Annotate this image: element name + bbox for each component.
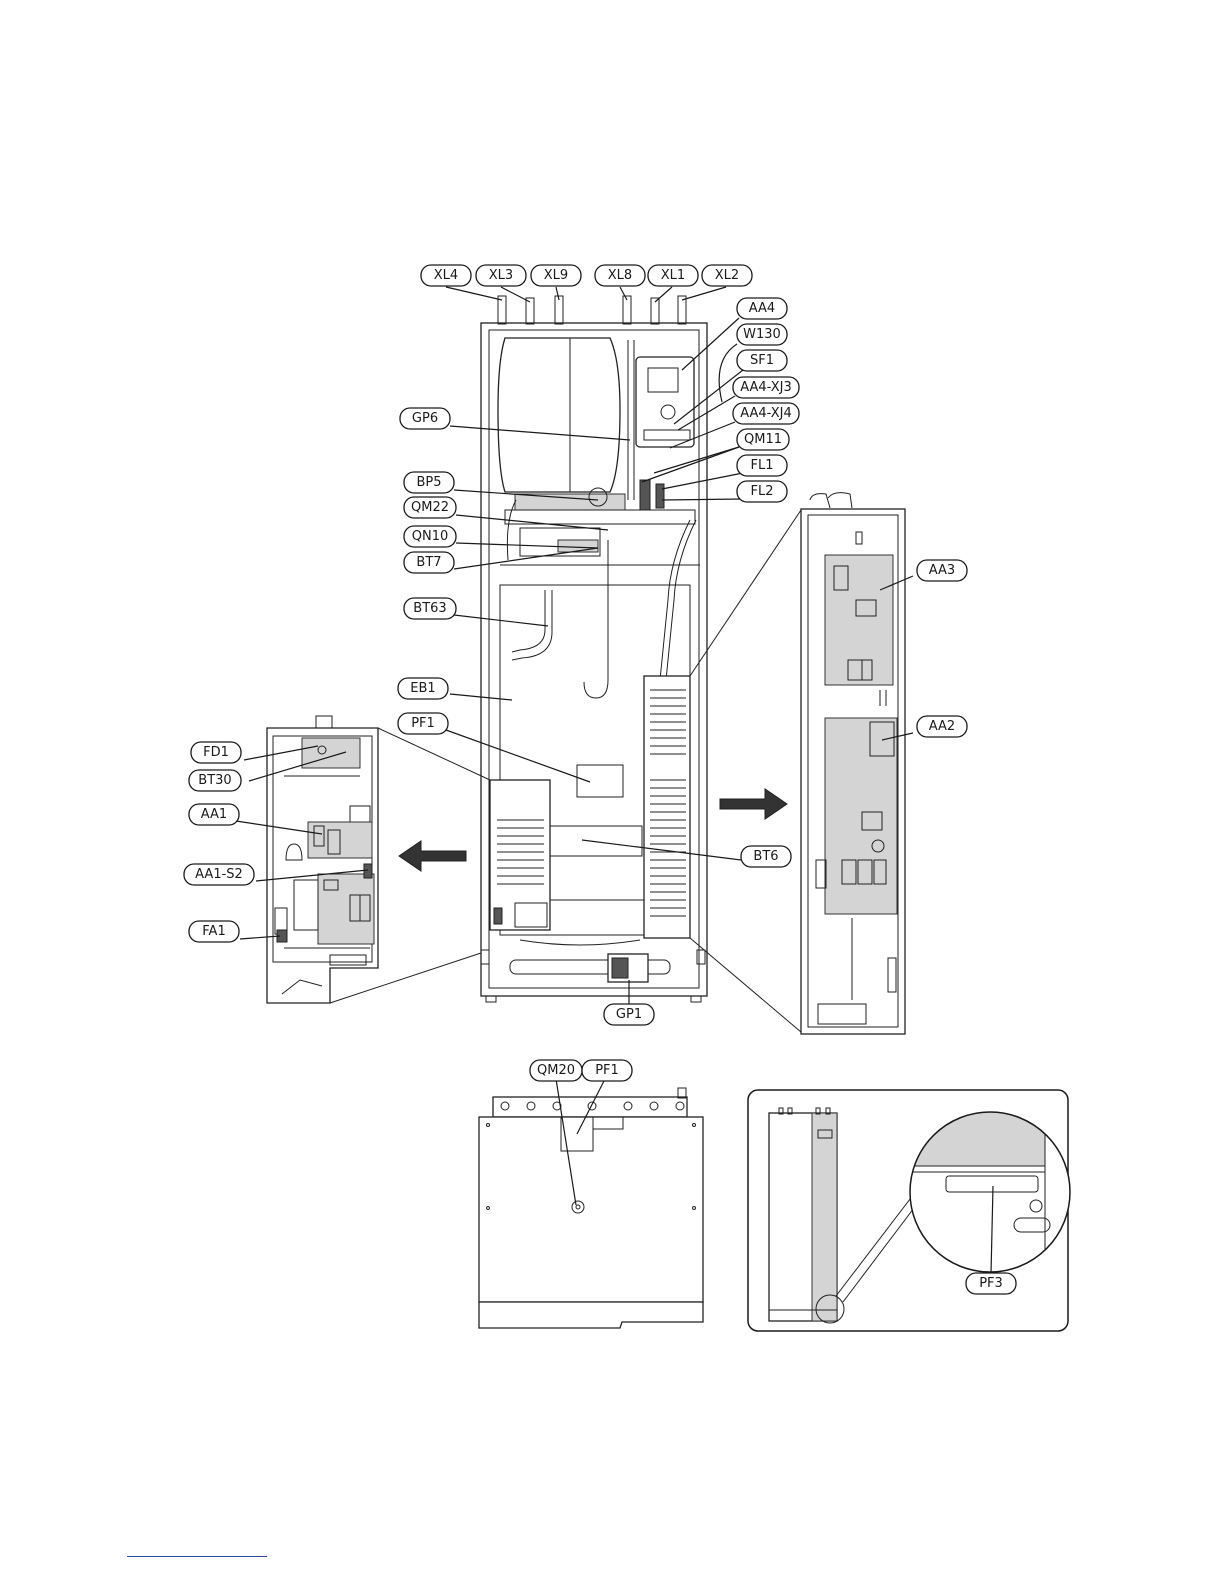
top-view — [479, 1088, 703, 1328]
label-XL2: XL2 — [702, 265, 752, 286]
label-BT7: BT7 — [404, 552, 454, 573]
svg-text:AA3: AA3 — [929, 563, 955, 578]
label-FD1: FD1 — [191, 742, 241, 763]
svg-text:AA4-XJ4: AA4-XJ4 — [740, 406, 791, 421]
svg-text:AA4-XJ3: AA4-XJ3 — [740, 380, 791, 395]
svg-text:XL4: XL4 — [434, 268, 458, 283]
label-PF1-bottom: PF1 — [582, 1060, 632, 1081]
label-BT63: BT63 — [404, 598, 456, 619]
label-BP5: BP5 — [404, 472, 454, 493]
svg-text:BT6: BT6 — [753, 849, 778, 864]
label-W130: W130 — [737, 324, 787, 345]
svg-text:BT30: BT30 — [198, 773, 231, 788]
label-XL8: XL8 — [595, 265, 645, 286]
label-GP6: GP6 — [400, 408, 450, 429]
label-AA4: AA4 — [737, 298, 787, 319]
label-XL4: XL4 — [421, 265, 471, 286]
label-BT6: BT6 — [741, 846, 791, 867]
svg-text:GP1: GP1 — [616, 1007, 642, 1022]
svg-text:FD1: FD1 — [203, 745, 229, 760]
svg-text:QN10: QN10 — [412, 529, 449, 544]
right-detail-box — [801, 493, 905, 1034]
svg-text:PF1: PF1 — [595, 1063, 619, 1078]
label-PF1: PF1 — [398, 713, 448, 734]
svg-text:PF3: PF3 — [979, 1276, 1003, 1291]
label-FL2: FL2 — [737, 481, 787, 502]
svg-text:XL9: XL9 — [544, 268, 568, 283]
svg-text:BP5: BP5 — [416, 475, 441, 490]
svg-text:SF1: SF1 — [750, 353, 774, 368]
label-AA2: AA2 — [917, 716, 967, 737]
label-GP1: GP1 — [604, 1004, 654, 1025]
label-XL9: XL9 — [531, 265, 581, 286]
svg-text:BT63: BT63 — [413, 601, 446, 616]
svg-text:QM11: QM11 — [744, 432, 782, 447]
label-BT30: BT30 — [189, 770, 241, 791]
label-QM11: QM11 — [737, 429, 789, 450]
svg-text:XL2: XL2 — [715, 268, 739, 283]
svg-text:EB1: EB1 — [410, 681, 435, 696]
svg-text:AA1-S2: AA1-S2 — [195, 867, 243, 882]
svg-text:AA4: AA4 — [749, 301, 775, 316]
label-SF1: SF1 — [737, 350, 787, 371]
label-XL1: XL1 — [648, 265, 698, 286]
label-FL1: FL1 — [737, 455, 787, 476]
label-QM22: QM22 — [404, 497, 456, 518]
label-PF3: PF3 — [966, 1273, 1016, 1294]
arrow-right-icon — [720, 789, 787, 819]
svg-text:AA2: AA2 — [929, 719, 955, 734]
svg-text:BT7: BT7 — [416, 555, 441, 570]
label-AA3: AA3 — [917, 560, 967, 581]
svg-text:PF1: PF1 — [411, 716, 435, 731]
svg-text:GP6: GP6 — [412, 411, 438, 426]
svg-text:FA1: FA1 — [202, 924, 225, 939]
side-view-panel — [748, 1090, 1075, 1331]
label-FA1: FA1 — [189, 921, 239, 942]
svg-text:W130: W130 — [743, 327, 781, 342]
svg-text:XL1: XL1 — [661, 268, 685, 283]
arrow-left-icon — [399, 841, 466, 871]
label-QN10: QN10 — [404, 526, 456, 547]
label-AA1: AA1 — [189, 804, 239, 825]
svg-text:XL8: XL8 — [608, 268, 632, 283]
svg-text:QM20: QM20 — [537, 1063, 575, 1078]
svg-text:FL2: FL2 — [751, 484, 774, 499]
svg-text:FL1: FL1 — [751, 458, 774, 473]
label-QM20: QM20 — [530, 1060, 582, 1081]
main-unit — [481, 296, 707, 1002]
label-AA4-XJ4: AA4-XJ4 — [733, 403, 799, 424]
footer-rule — [127, 1556, 267, 1557]
svg-text:QM22: QM22 — [411, 500, 449, 515]
label-XL3: XL3 — [476, 265, 526, 286]
label-EB1: EB1 — [398, 678, 448, 699]
label-AA4-XJ3: AA4-XJ3 — [733, 377, 799, 398]
svg-text:AA1: AA1 — [201, 807, 227, 822]
svg-text:XL3: XL3 — [489, 268, 513, 283]
label-AA1-S2: AA1-S2 — [184, 864, 254, 885]
